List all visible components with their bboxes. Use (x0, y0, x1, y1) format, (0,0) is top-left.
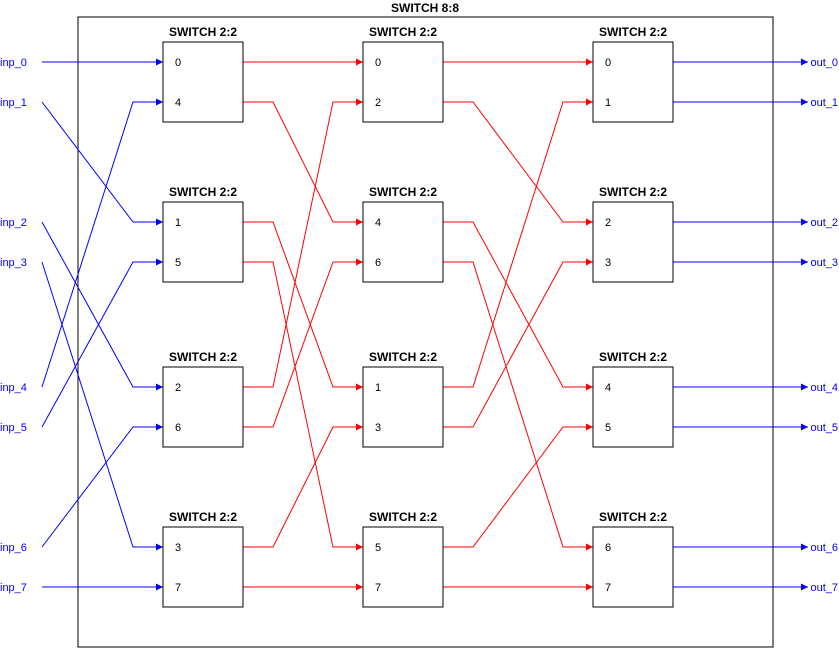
switch-2x2-box (362, 201, 444, 283)
switch-2x2-box (592, 366, 674, 448)
switch-2x2-title: SWITCH 2:2 (599, 350, 667, 364)
port-label: 7 (175, 582, 181, 594)
switch-2x2-box (362, 526, 444, 608)
internal-wire (443, 423, 593, 548)
switch-2x2-box (162, 201, 244, 283)
switch-2x2-box (162, 41, 244, 123)
io-labels-layer: inp_0 inp_1 inp_2 inp_3 inp_4 inp_5 inp_6 inp_7… (0, 57, 838, 594)
output-label: out_7 (810, 582, 838, 594)
internal-wire (443, 98, 593, 388)
port-label: 6 (175, 422, 181, 434)
input-label: inp_7 (0, 582, 27, 594)
output-label: out_3 (810, 257, 838, 269)
switch-2x2-box (162, 526, 244, 608)
internal-wire (243, 258, 363, 428)
port-label: 4 (175, 97, 181, 109)
output-label: out_0 (810, 57, 838, 69)
switch-2x2-title: SWITCH 2:2 (369, 25, 437, 39)
output-label: out_5 (810, 422, 838, 434)
internal-wire (243, 221, 363, 391)
switch-2x2-title: SWITCH 2:2 (369, 350, 437, 364)
switch-2x2-title: SWITCH 2:2 (369, 510, 437, 524)
port-label: 4 (605, 382, 611, 394)
internal-wire (243, 423, 363, 548)
input-label: inp_4 (0, 382, 27, 394)
port-label: 6 (375, 257, 381, 269)
switch-2x2-title: SWITCH 2:2 (169, 25, 237, 39)
switch-2x2-title: SWITCH 2:2 (169, 510, 237, 524)
switch-2x2-box (162, 366, 244, 448)
input-label: inp_6 (0, 542, 27, 554)
port-label: 1 (605, 97, 611, 109)
internal-wire (443, 221, 593, 391)
switch-2x2-box (592, 201, 674, 283)
internal-wire (243, 261, 363, 551)
port-label: 2 (605, 217, 611, 229)
port-label: 1 (375, 382, 381, 394)
input-label: inp_0 (0, 57, 27, 69)
input-label: inp_3 (0, 257, 27, 269)
switch-2x2-title: SWITCH 2:2 (169, 350, 237, 364)
port-label: 0 (605, 57, 611, 69)
switch-2x2-box (592, 41, 674, 123)
outer-switch-title: SWITCH 8:8 (391, 1, 459, 15)
port-label: 0 (175, 57, 181, 69)
input-wire (41, 101, 163, 226)
port-label: 0 (375, 57, 381, 69)
internal-wire (443, 101, 593, 226)
input-label: inp_5 (0, 422, 27, 434)
port-label: 2 (375, 97, 381, 109)
switch-2x2-box (592, 526, 674, 608)
internal-wire (243, 101, 363, 226)
outer-switch-box (77, 16, 774, 648)
output-label: out_2 (810, 217, 838, 229)
port-label: 4 (375, 217, 381, 229)
switch-2x2-box (362, 366, 444, 448)
port-label: 3 (605, 257, 611, 269)
switch-2x2-title: SWITCH 2:2 (369, 185, 437, 199)
port-label: 7 (375, 582, 381, 594)
input-wire (41, 261, 163, 551)
port-label: 1 (175, 217, 181, 229)
input-label: inp_2 (0, 217, 27, 229)
internal-wire (443, 258, 593, 428)
input-wire (41, 423, 163, 548)
input-wire (41, 98, 163, 388)
switch-2x2-title: SWITCH 2:2 (599, 25, 667, 39)
port-label: 5 (605, 422, 611, 434)
switch-2x2-title: SWITCH 2:2 (599, 510, 667, 524)
input-label: inp_1 (0, 97, 27, 109)
switch-2x2-title: SWITCH 2:2 (599, 185, 667, 199)
input-wire (41, 258, 163, 428)
switch-2x2-box (362, 41, 444, 123)
output-label: out_1 (810, 97, 838, 109)
port-label: 3 (375, 422, 381, 434)
port-label: 6 (605, 542, 611, 554)
input-wire (41, 221, 163, 391)
output-label: out_4 (810, 382, 838, 394)
output-label: out_6 (810, 542, 838, 554)
internal-wire (443, 261, 593, 551)
port-label: 5 (375, 542, 381, 554)
internal-wire (243, 98, 363, 388)
port-label: 7 (605, 582, 611, 594)
port-label: 2 (175, 382, 181, 394)
port-label: 3 (175, 542, 181, 554)
switch-2x2-title: SWITCH 2:2 (169, 185, 237, 199)
wires-layer (41, 58, 808, 591)
port-label: 5 (175, 257, 181, 269)
